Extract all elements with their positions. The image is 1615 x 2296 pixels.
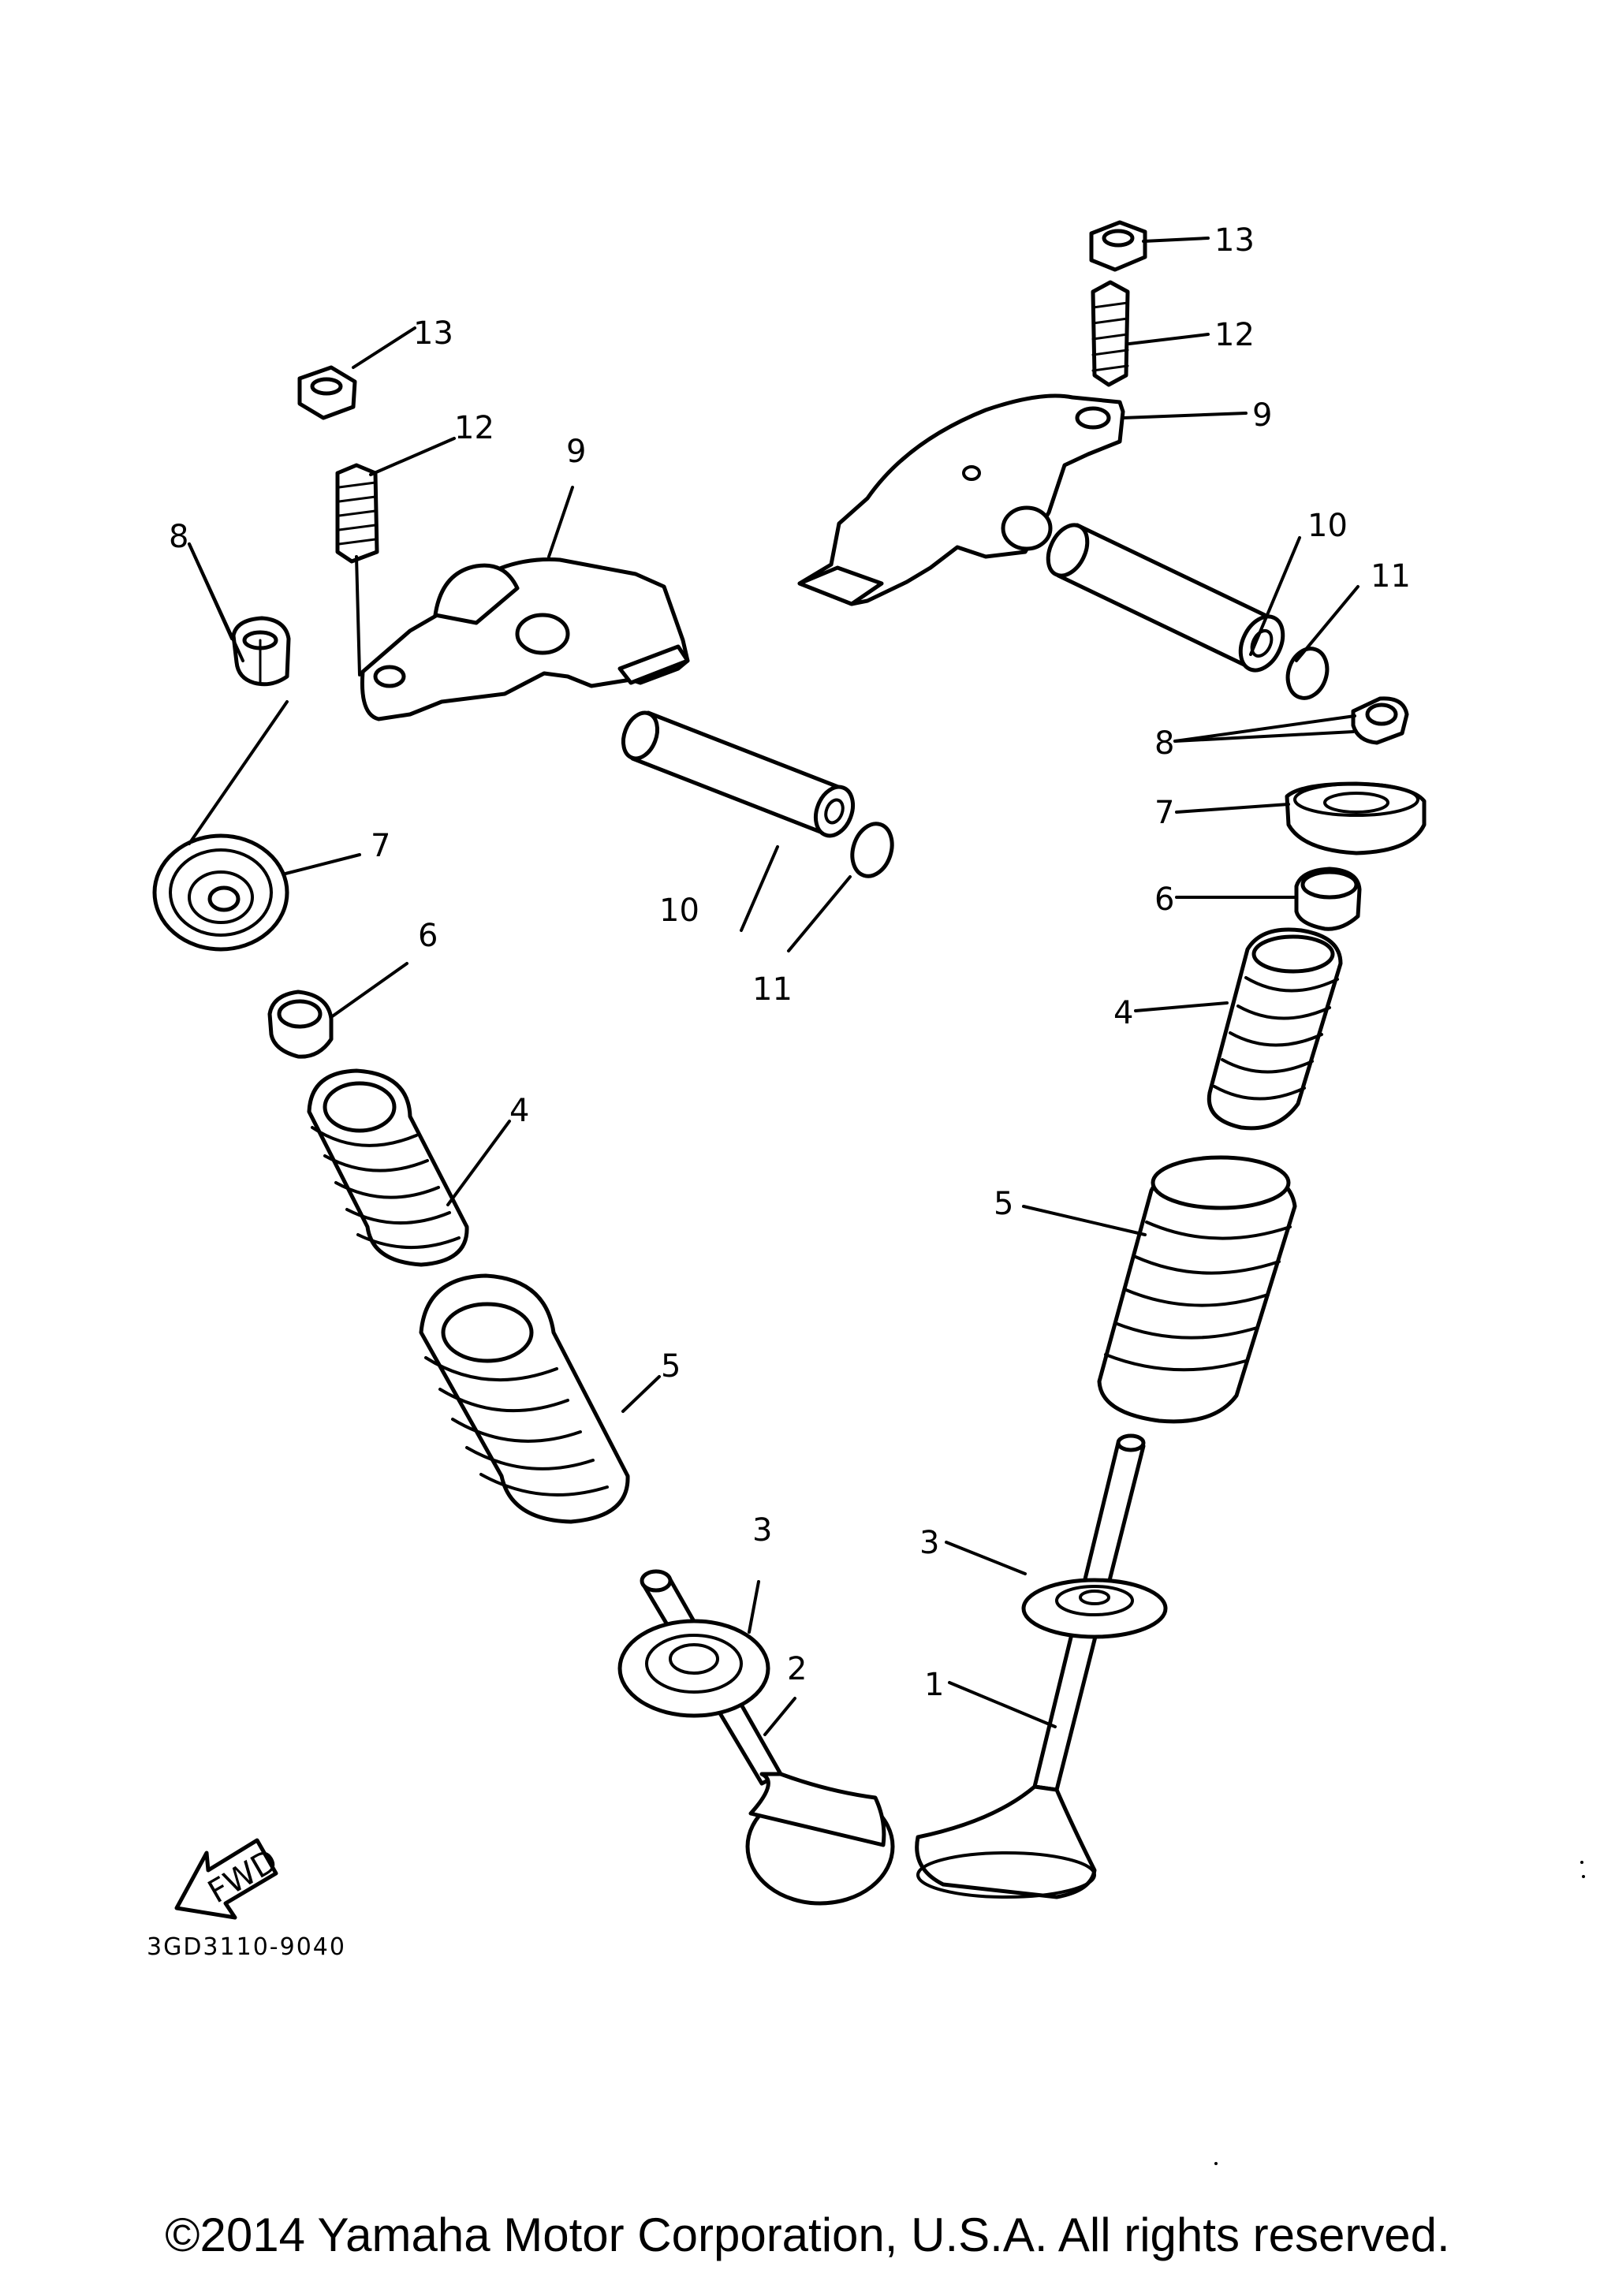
callout-12-right: 12 <box>1214 317 1255 353</box>
callout-3-right: 3 <box>919 1525 939 1561</box>
intake-valve <box>915 1433 1146 1899</box>
callout-6-left: 6 <box>418 918 438 954</box>
callout-11-right: 11 <box>1371 558 1411 594</box>
rocker-arm-left <box>360 557 690 721</box>
rocker-shaft-left <box>621 710 856 838</box>
adjusting-screw-left <box>335 463 379 564</box>
callout-8-right: 8 <box>1154 725 1174 762</box>
leader-lines <box>188 237 1360 1736</box>
copyright-notice: ©2014 Yamaha Motor Corporation, U.S.A. A… <box>165 2208 1450 2261</box>
o-ring-left <box>850 822 894 878</box>
callout-labels: 13 12 9 10 11 8 7 6 4 5 3 1 13 12 9 8 7 … <box>169 222 1411 1703</box>
stray-marks <box>1214 1861 1585 2165</box>
o-ring-right <box>1285 647 1330 700</box>
callout-4-left: 4 <box>509 1093 529 1129</box>
inner-spring-left <box>307 1068 469 1267</box>
drawing-code: 3GD3110-9040 <box>147 1933 346 1961</box>
outer-spring-left <box>419 1273 630 1524</box>
forward-direction-arrow: FWD <box>174 1838 284 1920</box>
callout-9-left: 9 <box>566 434 586 470</box>
callout-8-left: 8 <box>169 519 188 555</box>
spring-seat-right <box>1021 1578 1168 1639</box>
callout-11-left: 11 <box>752 971 793 1008</box>
callout-7-right: 7 <box>1154 795 1174 831</box>
callout-13-right: 13 <box>1214 222 1255 259</box>
adjusting-screw-right <box>1091 280 1130 387</box>
callout-2: 2 <box>787 1651 807 1687</box>
callout-12-left: 12 <box>454 410 494 446</box>
callout-13-left: 13 <box>413 315 453 352</box>
callout-6-right: 6 <box>1154 882 1174 918</box>
stem-seal-left <box>267 990 334 1059</box>
nut-left <box>297 365 357 420</box>
callout-4-right: 4 <box>1113 995 1133 1031</box>
valve-cotter-left <box>231 616 291 687</box>
callout-10-left: 10 <box>659 893 699 929</box>
callout-7-left: 7 <box>371 828 390 864</box>
callout-10-right: 10 <box>1307 508 1348 544</box>
rocker-shaft-right <box>1046 523 1285 673</box>
callout-5-right: 5 <box>994 1186 1013 1222</box>
valve-cotter-right <box>1351 696 1409 745</box>
spring-retainer-left <box>152 833 289 952</box>
callout-3-left: 3 <box>752 1512 772 1549</box>
rocker-arm-right <box>797 393 1125 606</box>
stem-seal-right <box>1294 867 1362 931</box>
callout-1: 1 <box>924 1667 944 1703</box>
spring-retainer-right <box>1285 781 1427 855</box>
nut-right <box>1089 220 1147 272</box>
spring-seat-left <box>617 1619 770 1718</box>
callout-9-right: 9 <box>1252 397 1272 434</box>
callout-5-left: 5 <box>661 1348 681 1385</box>
outer-spring-right <box>1097 1155 1297 1424</box>
inner-spring-right <box>1207 927 1343 1131</box>
